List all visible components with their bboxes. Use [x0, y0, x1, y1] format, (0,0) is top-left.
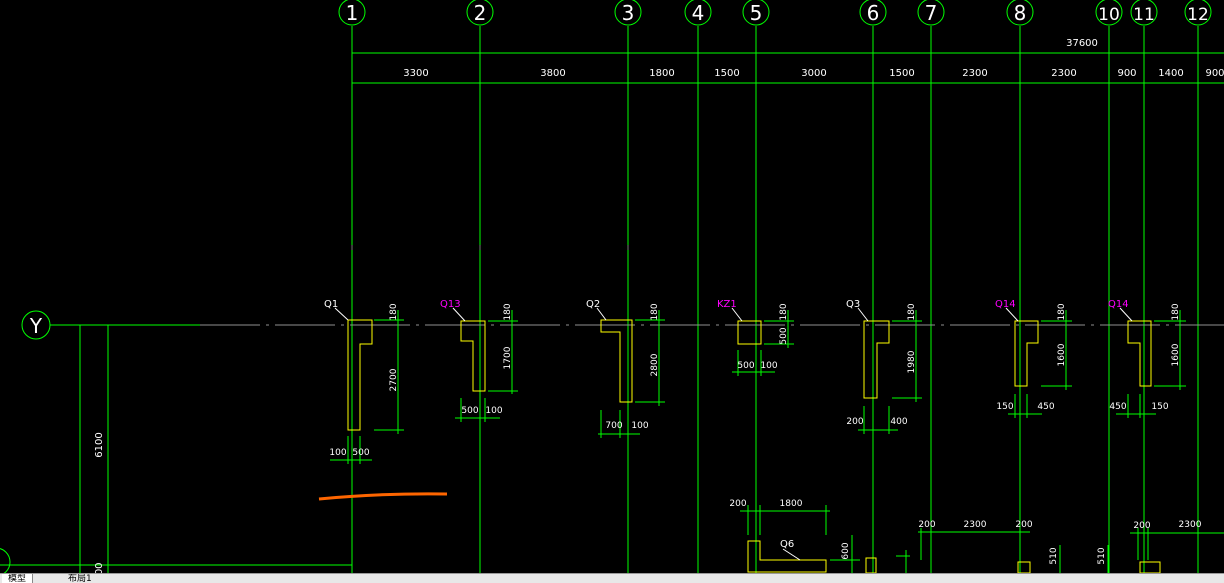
wall-left-q1: 100	[329, 448, 346, 458]
axis-bubble-6[interactable]	[859, 0, 887, 26]
wall-q13[interactable]: Q13 180 1700 500 100	[440, 299, 518, 422]
wall-label-q14-b: Q14	[1108, 299, 1129, 310]
wall-height-q3: 1980	[907, 350, 917, 373]
column-label-kz1: KZ1	[717, 299, 737, 310]
wall-left-q13: 500	[461, 406, 478, 416]
group2-span-dim: 2300	[964, 520, 987, 530]
wall-height-q13: 1700	[503, 346, 513, 369]
tab-layout1[interactable]: 布局1	[68, 574, 92, 583]
tab-model[interactable]: 模型	[2, 574, 34, 583]
axis-bubble-3[interactable]	[614, 0, 642, 26]
wall-q14-b[interactable]: Q14 180 1600 450 150	[1108, 299, 1186, 418]
span-text-1: 3300	[403, 68, 428, 79]
axis-label-11: 11	[1133, 5, 1155, 25]
axis-bubble-8[interactable]	[1006, 0, 1034, 26]
axis-label-y: Y	[29, 314, 43, 338]
axis-bubble-5[interactable]	[742, 0, 770, 26]
wall-left-q3: 200	[846, 417, 863, 427]
group2-left-dim: 200	[918, 520, 935, 530]
wall-top-q14-a: 180	[1057, 303, 1067, 320]
axis-bubble-7[interactable]	[917, 0, 945, 26]
wall-label-q13: Q13	[440, 299, 461, 310]
column-kz1[interactable]: KZ1 180 500 500 100	[717, 299, 794, 376]
wall-height-q14-b: 1600	[1171, 343, 1181, 366]
wall-top-q1: 180	[389, 303, 399, 320]
axis-bubble-1[interactable]	[338, 0, 366, 26]
wall-label-q3: Q3	[846, 299, 860, 310]
span-text-3: 1800	[649, 68, 674, 79]
column-right-kz1: 100	[760, 361, 777, 371]
wall-top-q3: 180	[907, 303, 917, 320]
axis-bubble-partial[interactable]	[0, 548, 11, 576]
wall-right-q14-b: 150	[1151, 402, 1168, 412]
group2-side-dim: 510	[1049, 547, 1059, 564]
wall-label-q6: Q6	[780, 539, 794, 550]
axis-label-3: 3	[622, 1, 635, 25]
wall-left-q2: 700	[605, 421, 622, 431]
wall-q6[interactable]: Q6 200 1800 600	[729, 499, 877, 575]
wall-q1[interactable]: Q1 180 2700 100 500	[324, 299, 404, 464]
axis-bubble-12[interactable]	[1184, 0, 1212, 26]
lower-wall-group-3[interactable]: 200 2300 510	[1097, 520, 1224, 575]
wall-q14-a[interactable]: Q14 180 1600 150 450	[995, 299, 1072, 418]
wall-label-q1: Q1	[324, 299, 338, 310]
span-text-6: 1500	[889, 68, 914, 79]
wall-left-q14-b: 450	[1109, 402, 1126, 412]
axis-label-10: 10	[1098, 5, 1120, 25]
wall-top-q13: 180	[503, 303, 513, 320]
wall-top-q2: 180	[650, 303, 660, 320]
span-text-10: 1400	[1158, 68, 1183, 79]
left-vertical-dimension: 6100	[94, 432, 105, 457]
axis-bubble-10[interactable]	[1095, 0, 1123, 26]
span-text-8: 2300	[1051, 68, 1076, 79]
axis-label-1: 1	[346, 1, 359, 25]
wall-left-q14-a: 150	[996, 402, 1013, 412]
span-text-5: 3000	[801, 68, 826, 79]
group3-span-dim: 2300	[1179, 520, 1202, 530]
group3-side-dim: 510	[1097, 547, 1107, 564]
wall-right-q2: 100	[631, 421, 648, 431]
axis-bubble-2[interactable]	[466, 0, 494, 26]
axis-label-5: 5	[750, 1, 763, 25]
wall-q3[interactable]: Q3 180 1980 200 400	[846, 299, 922, 434]
axis-label-7: 7	[925, 1, 938, 25]
orange-markup-stroke[interactable]	[318, 492, 448, 501]
axis-label-2: 2	[474, 1, 487, 25]
wall-right-q13: 100	[485, 406, 502, 416]
span-text-11: 900	[1205, 68, 1224, 79]
column-top-kz1: 180	[779, 303, 789, 320]
axis-label-4: 4	[692, 1, 705, 25]
group2-right-dim: 200	[1015, 520, 1032, 530]
span-text-4: 1500	[714, 68, 739, 79]
group3-left-dim: 200	[1133, 521, 1150, 531]
wall-height-q14-a: 1600	[1057, 343, 1067, 366]
axis-label-6: 6	[867, 1, 880, 25]
left-vertical-dimension-bottom: 200	[94, 562, 105, 581]
span-text-2: 3800	[540, 68, 565, 79]
axis-bubble-4[interactable]	[684, 0, 712, 26]
axis-label-12: 12	[1187, 5, 1209, 25]
lower-wall-group-2[interactable]: 200 2300 200 510	[896, 520, 1061, 575]
axis-bubble-11[interactable]	[1130, 0, 1158, 26]
wall-q6-height-dim: 600	[841, 542, 851, 559]
wall-top-q14-b: 180	[1171, 303, 1181, 320]
column-height-kz1: 500	[779, 327, 789, 344]
wall-q6-left-dim: 200	[729, 499, 746, 509]
wall-q6-width-dim: 1800	[780, 499, 803, 509]
wall-height-q2: 2800	[650, 353, 660, 376]
column-left-kz1: 500	[737, 361, 754, 371]
wall-right-q3: 400	[890, 417, 907, 427]
wall-right-q14-a: 450	[1037, 402, 1054, 412]
wall-right-q1: 500	[352, 448, 369, 458]
overall-dimension-text: 37600	[1066, 38, 1098, 49]
wall-label-q2: Q2	[586, 299, 600, 310]
wall-height-q1: 2700	[389, 368, 399, 391]
span-text-9: 900	[1117, 68, 1136, 79]
axis-label-8: 8	[1014, 1, 1027, 25]
layout-tab-bar: 模型 布局1	[0, 573, 1224, 583]
wall-label-q14-a: Q14	[995, 299, 1016, 310]
span-text-7: 2300	[962, 68, 987, 79]
wall-q2[interactable]: Q2 180 2800 700 100	[586, 299, 665, 438]
